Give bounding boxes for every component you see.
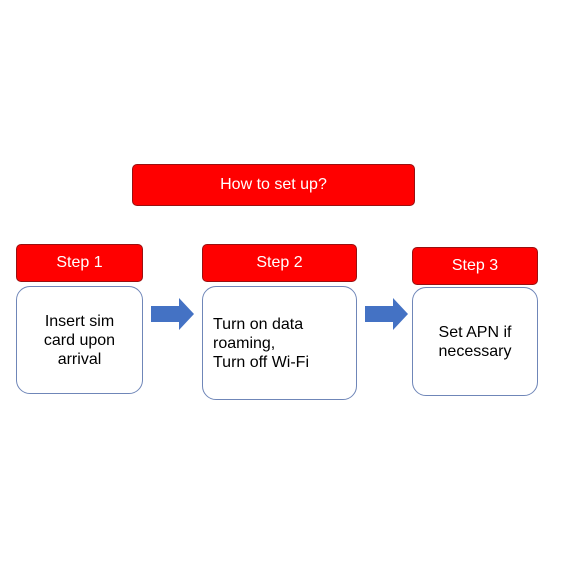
title-box: How to set up?	[132, 164, 415, 206]
step-3-text: Set APN if necessary	[438, 323, 512, 360]
step-3-box: Set APN if necessary	[412, 287, 538, 396]
arrow-right-icon	[365, 298, 408, 330]
step-1-header: Step 1	[16, 244, 143, 282]
title-text: How to set up?	[220, 176, 327, 193]
step-1-label: Step 1	[56, 254, 103, 271]
step-2-header: Step 2	[202, 244, 357, 282]
step-2-label: Step 2	[256, 254, 303, 271]
step-2-box: Turn on data roaming, Turn off Wi-Fi	[202, 286, 357, 400]
step-3-header: Step 3	[412, 247, 538, 285]
step-2-text: Turn on data roaming, Turn off Wi-Fi	[213, 315, 310, 371]
step-1-box: Insert sim card upon arrival	[16, 286, 143, 394]
step-1-text: Insert sim card upon arrival	[43, 312, 116, 368]
step-3-label: Step 3	[451, 257, 499, 274]
arrow-right-icon	[151, 298, 194, 330]
